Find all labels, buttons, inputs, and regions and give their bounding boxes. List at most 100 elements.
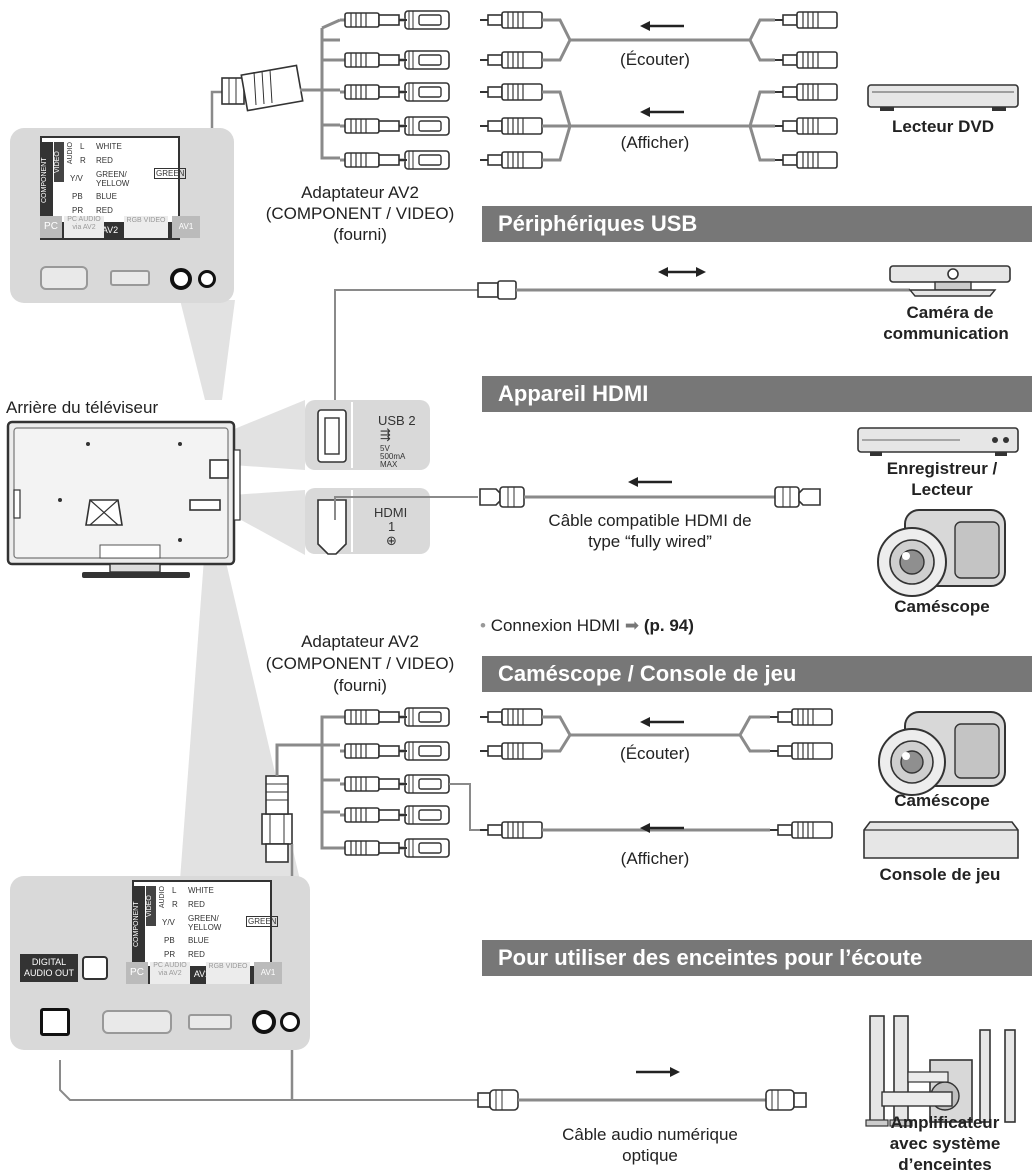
dvd-player-label: Lecteur DVD bbox=[891, 117, 995, 136]
dvd-player-icon bbox=[867, 84, 1019, 111]
console-label: Console de jeu bbox=[879, 865, 1001, 884]
hdmi-cable-label-1: Câble compatible HDMI de bbox=[548, 511, 752, 530]
av-panel-top: COMPONENT VIDEO AUDIO L R Y/V PB PR WHIT… bbox=[10, 128, 234, 303]
yv-label: Y/V bbox=[162, 918, 175, 927]
av2-adapter-plug-bottom bbox=[261, 775, 293, 863]
hdmi-link-wedge bbox=[232, 490, 305, 555]
green-tag: GREEN bbox=[246, 916, 279, 927]
av-panel-bottom: COMPONENT VIDEO AUDIO L R Y/V PB PR WHIT… bbox=[10, 876, 310, 1050]
adapter-label-top-2: (COMPONENT / VIDEO) bbox=[265, 204, 455, 223]
adapter-label-bottom-2: (COMPONENT / VIDEO) bbox=[265, 654, 455, 673]
adapter-label-top-3: (fourni) bbox=[333, 225, 387, 244]
section-camcorder-console-title: Caméscope / Console de jeu bbox=[482, 656, 1032, 692]
page-arrow-icon: ➡ bbox=[624, 616, 640, 635]
speaker-system-icon bbox=[865, 1015, 1016, 1127]
hdmi-panel-port bbox=[188, 1014, 232, 1030]
camcorder-av-label: Caméscope bbox=[894, 791, 990, 810]
yv-label: Y/V bbox=[70, 174, 83, 183]
camcorder-hdmi-icon bbox=[877, 509, 1006, 597]
pb-label: PB bbox=[72, 192, 83, 201]
display-label-2: (Afficher) bbox=[620, 849, 690, 868]
l-label: L bbox=[80, 142, 85, 151]
input-symbol-icon: ⊕ bbox=[386, 533, 397, 548]
usb-power-label-1: 5V bbox=[380, 444, 390, 453]
usb-plug-icon bbox=[477, 280, 517, 300]
optical-cable-label-1: Câble audio numérique bbox=[562, 1125, 738, 1144]
recorder-label-1: Enregistreur / bbox=[886, 459, 998, 478]
optical-port bbox=[40, 1008, 70, 1036]
adapter-label-top-1: Adaptateur AV2 bbox=[301, 183, 419, 202]
audio-label: AUDIO bbox=[159, 886, 166, 909]
component-label: COMPONENT bbox=[41, 142, 53, 218]
green-yellow-label: GREEN/ YELLOW bbox=[96, 170, 130, 188]
optical-plug-left bbox=[477, 1089, 519, 1111]
blue-label: BLUE bbox=[96, 192, 117, 201]
green-yellow-label: GREEN/ YELLOW bbox=[188, 914, 222, 932]
camcorder-av-icon bbox=[878, 711, 1006, 796]
av2-adapter-plug-top bbox=[221, 64, 304, 112]
bullet-icon: • bbox=[480, 616, 486, 635]
red2-label: RED bbox=[188, 950, 205, 959]
amplifier-label-1: Amplificateur bbox=[890, 1113, 1000, 1132]
display-label-1: (Afficher) bbox=[620, 133, 690, 152]
signal-direction-arrow bbox=[638, 105, 686, 119]
hdmi-note-text: Connexion HDMI bbox=[490, 616, 621, 635]
av2-jack bbox=[280, 1012, 300, 1032]
av2-jack bbox=[198, 270, 216, 288]
bidirectional-arrow bbox=[658, 267, 706, 277]
video-label: VIDEO bbox=[54, 142, 64, 182]
optical-port-icon bbox=[82, 956, 108, 980]
webcam-icon bbox=[889, 265, 1011, 297]
tv-rear-label: Arrière du téléviseur bbox=[6, 398, 159, 417]
hdmi-cable-label-2: type “fully wired” bbox=[588, 532, 712, 551]
usb-symbol-icon: ⇶ bbox=[380, 427, 391, 442]
hdmi-port-callout bbox=[305, 488, 430, 555]
listen-label-2: (Écouter) bbox=[620, 744, 690, 763]
l-label: L bbox=[172, 886, 177, 895]
red-label: RED bbox=[96, 156, 113, 165]
rgb-video-label: RGB VIDEO bbox=[206, 962, 250, 984]
video-label: VIDEO bbox=[146, 886, 156, 926]
white-label: WHITE bbox=[96, 142, 122, 151]
av1-label: AV1 bbox=[254, 962, 282, 984]
webcam-label-2: communication bbox=[883, 324, 1009, 343]
amplifier-label-2: avec système bbox=[889, 1134, 1001, 1153]
pc-label: PC bbox=[40, 216, 62, 238]
optical-plug-right bbox=[765, 1089, 807, 1111]
webcam-label-1: Caméra de bbox=[906, 303, 994, 322]
panel-link-wedge-top bbox=[180, 300, 235, 400]
green-tag: GREEN bbox=[154, 168, 187, 179]
optical-cable-label-2: optique bbox=[622, 1146, 678, 1165]
usb-power-label-2: 500mA bbox=[380, 452, 406, 461]
signal-direction-arrow bbox=[638, 19, 686, 33]
red-label: RED bbox=[188, 900, 205, 909]
recorder-icon bbox=[857, 427, 1019, 456]
adapter-label-bottom-1: Adaptateur AV2 bbox=[301, 632, 419, 651]
section-hdmi-title: Appareil HDMI bbox=[482, 376, 1032, 412]
rgb-video-label: RGB VIDEO bbox=[124, 216, 168, 238]
av1-jack bbox=[170, 268, 192, 290]
hdmi-panel-port bbox=[110, 270, 150, 286]
component-label: COMPONENT bbox=[133, 886, 145, 962]
blue-label: BLUE bbox=[188, 936, 209, 945]
r-label: R bbox=[80, 156, 86, 165]
amplifier-label-3: d’enceintes bbox=[898, 1155, 992, 1174]
usb-link-wedge bbox=[232, 400, 305, 470]
av1-label: AV1 bbox=[172, 216, 200, 238]
usb-power-label-3: MAX bbox=[380, 460, 398, 469]
section-speakers-title: Pour utiliser des enceintes pour l’écout… bbox=[482, 940, 1032, 976]
hdmi-port-label: HDMI bbox=[374, 505, 408, 520]
camcorder-hdmi-label: Caméscope bbox=[894, 597, 990, 616]
hdmi-note-page-link[interactable]: (p. 94) bbox=[643, 616, 694, 635]
tv-rear-icon bbox=[6, 420, 241, 578]
hdmi-plug-right bbox=[774, 486, 821, 508]
vga-port bbox=[40, 266, 88, 290]
pr-label: PR bbox=[72, 206, 84, 215]
usb-port-label: USB 2 bbox=[378, 413, 416, 428]
audio-label: AUDIO bbox=[67, 142, 74, 165]
av1-jack bbox=[252, 1010, 276, 1034]
pc-audio-label: PC AUDIO via AV2 bbox=[150, 962, 190, 984]
pc-audio-label: PC AUDIO via AV2 bbox=[64, 216, 104, 238]
r-label: R bbox=[172, 900, 178, 909]
